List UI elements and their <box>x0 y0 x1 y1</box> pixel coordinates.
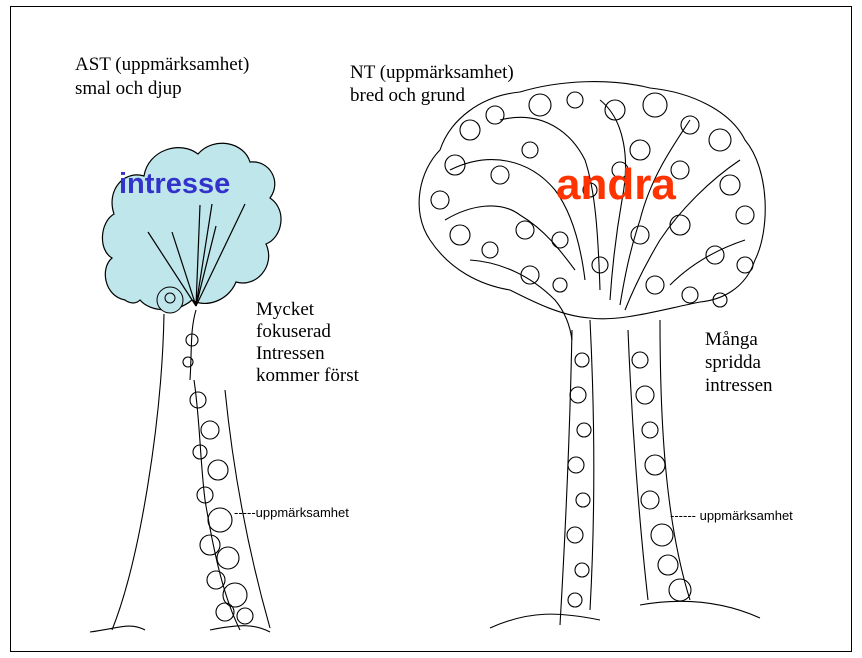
left-desc-line3: Intressen <box>256 342 325 366</box>
right-desc-line1: Många <box>705 328 758 352</box>
left-title-line1: AST (uppmärksamhet) <box>75 53 249 77</box>
left-trunk-label: -----uppmärksamhet <box>234 505 349 520</box>
left-desc-line1: Mycket <box>256 298 314 322</box>
left-crown-word: intresse <box>119 168 230 201</box>
left-desc-line4: kommer först <box>256 364 359 388</box>
right-tree-crown <box>419 82 765 340</box>
right-trunk-label: ------ uppmärksamhet <box>670 508 793 523</box>
right-crown-word: andra <box>556 160 676 210</box>
right-desc-line3: intressen <box>705 374 773 398</box>
right-title-line1: NT (uppmärksamhet) <box>350 61 514 85</box>
left-tree-trunk <box>90 310 270 632</box>
right-desc-line2: spridda <box>705 351 761 375</box>
left-desc-line2: fokuserad <box>256 320 331 344</box>
left-title-line2: smal och djup <box>75 77 182 101</box>
right-title-line2: bred och grund <box>350 84 465 108</box>
